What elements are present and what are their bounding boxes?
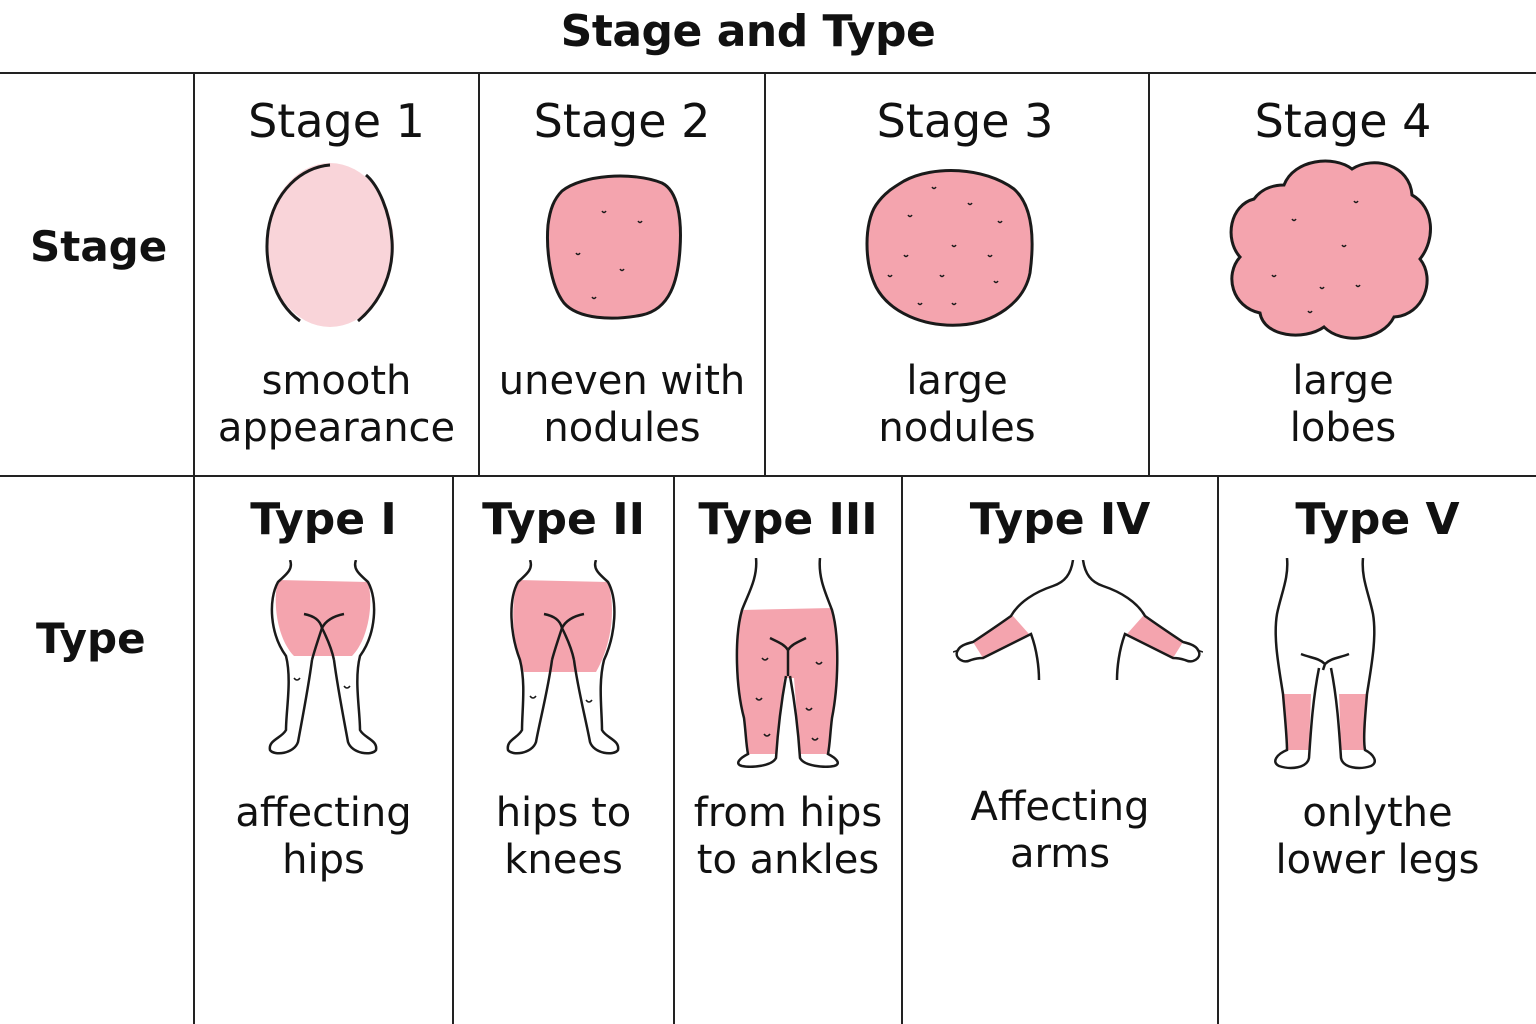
type-3-caption-line1: from hips: [693, 790, 883, 836]
stage-cell-3: Stage 3 large nodules: [766, 96, 1148, 474]
stage-1-heading: Stage 1: [248, 94, 425, 148]
grid-line-type-2-3: [673, 475, 675, 1024]
stage-3-caption-line1: large: [906, 358, 1008, 404]
grid-line-stage-2-3: [764, 72, 766, 476]
type-2-caption-line1: hips to: [495, 790, 632, 836]
diagram-title: Stage and Type: [560, 6, 936, 57]
type-cell-3: Type III from hips to ankles: [675, 494, 901, 1024]
grid-line-type-3-4: [901, 475, 903, 1024]
type-2-hips-to-knees-figure-icon: [506, 560, 619, 755]
stage-2-nodules-icon: [546, 174, 682, 320]
type-3-heading: Type III: [698, 494, 878, 545]
type-cell-4: Type IV Affecting arms: [903, 494, 1217, 1024]
type-4-caption-line1: Affecting: [970, 784, 1150, 830]
stage-cell-1: Stage 1 smooth appearance: [195, 96, 478, 474]
stage-4-caption-line1: large: [1292, 358, 1394, 404]
stage-1-caption-line1: smooth: [261, 358, 412, 404]
type-1-caption: affecting hips: [195, 790, 452, 884]
grid-line-stage-3-4: [1148, 72, 1150, 476]
type-cell-2: Type II hips to knees: [454, 494, 673, 1024]
type-1-heading: Type I: [250, 494, 397, 545]
type-5-caption: onlythe lower legs: [1219, 790, 1536, 884]
type-2-caption-line2: knees: [504, 837, 623, 884]
type-1-hips-figure-icon: [268, 560, 377, 755]
grid-line-middle: [0, 475, 1536, 477]
stage-2-caption-line2: nodules: [543, 405, 701, 452]
stage-cell-2: Stage 2 uneven with nodules: [480, 96, 764, 474]
type-4-caption: Affecting arms: [903, 784, 1217, 878]
type-cell-5: Type V onlythe lower legs: [1219, 494, 1536, 1024]
type-4-arms-figure-icon: [953, 560, 1203, 681]
type-1-caption-line2: hips: [282, 837, 365, 884]
grid-line-stage-1-2: [478, 72, 480, 476]
stage-2-caption-line1: uneven with: [498, 358, 746, 404]
type-2-heading: Type II: [482, 494, 645, 545]
stage-4-large-lobes-icon: [1229, 159, 1432, 340]
type-cell-1: Type I affecting hips: [195, 494, 452, 1024]
stage-cell-4: Stage 4 large lobes: [1150, 96, 1536, 474]
type-4-heading: Type IV: [969, 494, 1151, 545]
row-label-type: Type: [36, 614, 146, 663]
grid-line-top: [0, 72, 1536, 74]
grid-line-label-column: [193, 72, 195, 1024]
type-5-heading: Type V: [1295, 494, 1460, 545]
stage-4-caption: large lobes: [1150, 358, 1536, 452]
stage-3-large-nodules-icon: [865, 168, 1034, 327]
type-3-caption: from hips to ankles: [675, 790, 901, 884]
stage-3-caption: large nodules: [766, 358, 1148, 452]
type-5-lower-legs-figure-icon: [1274, 558, 1376, 770]
stage-4-caption-line2: lobes: [1289, 405, 1397, 452]
grid-line-type-1-2: [452, 475, 454, 1024]
stage-1-caption-line2: appearance: [217, 405, 456, 452]
type-2-caption: hips to knees: [454, 790, 673, 884]
stage-1-caption: smooth appearance: [195, 358, 478, 452]
grid-line-type-4-5: [1217, 475, 1219, 1024]
type-4-caption-line2: arms: [1009, 831, 1111, 878]
stage-1-smooth-skin-icon: [265, 162, 394, 327]
type-5-caption-line2: lower legs: [1275, 837, 1480, 884]
stage-2-heading: Stage 2: [533, 94, 711, 148]
type-3-caption-line2: to ankles: [696, 837, 880, 884]
stage-3-heading: Stage 3: [876, 94, 1054, 148]
type-1-caption-line1: affecting: [235, 790, 412, 836]
row-label-stage: Stage: [30, 222, 168, 271]
stage-4-heading: Stage 4: [1254, 94, 1432, 148]
type-3-hips-to-ankles-figure-icon: [735, 558, 839, 769]
type-5-caption-line1: onlythe: [1302, 790, 1453, 836]
stage-3-caption-line2: nodules: [878, 405, 1036, 452]
stage-2-caption: uneven with nodules: [480, 358, 764, 452]
